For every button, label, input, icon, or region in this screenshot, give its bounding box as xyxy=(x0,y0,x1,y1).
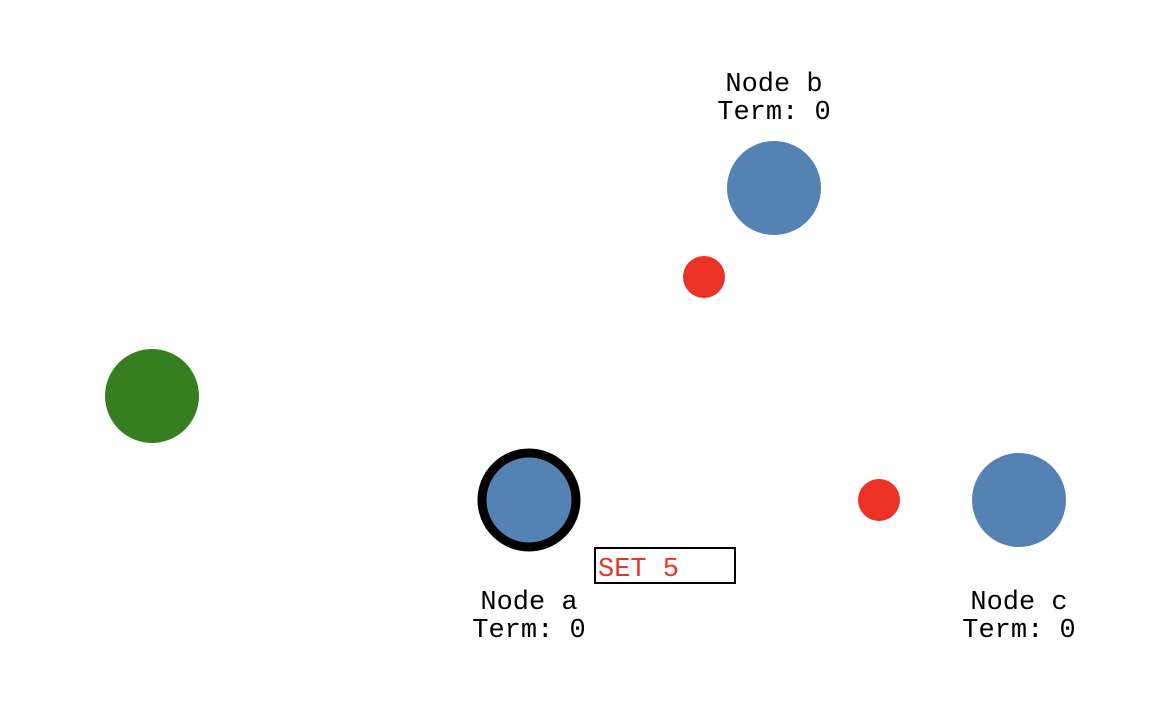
node-c-label: Node c xyxy=(970,588,1067,618)
node-c[interactable]: Node c Term: 0 xyxy=(962,453,1076,646)
command-box: SET 5 xyxy=(594,547,736,585)
node-c-circle[interactable] xyxy=(972,453,1066,547)
node-b-term: Term: 0 xyxy=(717,98,830,128)
message-dot xyxy=(683,256,725,298)
message-dot xyxy=(858,479,900,521)
command-text: SET 5 xyxy=(598,555,679,585)
node-a-circle[interactable] xyxy=(477,448,581,552)
node-a-label: Node a xyxy=(480,588,577,618)
client-circle[interactable] xyxy=(105,349,199,443)
node-a-term: Term: 0 xyxy=(472,616,585,646)
node-c-term: Term: 0 xyxy=(962,616,1075,646)
command-box-border xyxy=(594,547,736,584)
node-a[interactable]: Node a Term: 0 xyxy=(472,448,586,646)
node-b[interactable]: Node b Term: 0 xyxy=(717,70,831,235)
node-b-circle[interactable] xyxy=(727,141,821,235)
node-b-label: Node b xyxy=(725,70,822,100)
